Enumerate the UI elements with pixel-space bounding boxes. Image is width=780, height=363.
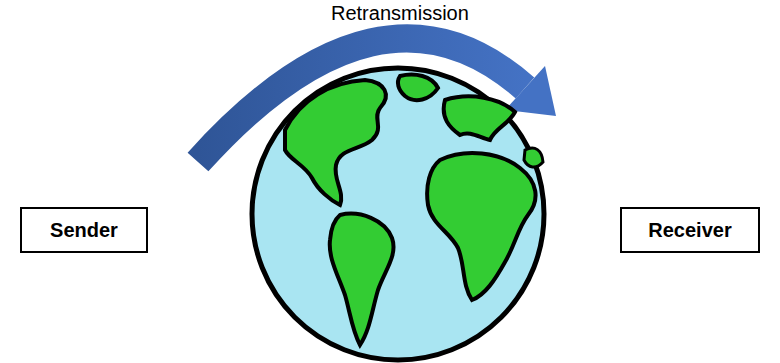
node-label: Receiver	[648, 219, 731, 242]
text-box: Receiver	[620, 207, 760, 253]
globe	[252, 68, 544, 360]
text-box: Sender	[20, 207, 148, 253]
node-label: Sender	[50, 219, 118, 242]
arrow-label: Retransmission	[331, 2, 469, 25]
